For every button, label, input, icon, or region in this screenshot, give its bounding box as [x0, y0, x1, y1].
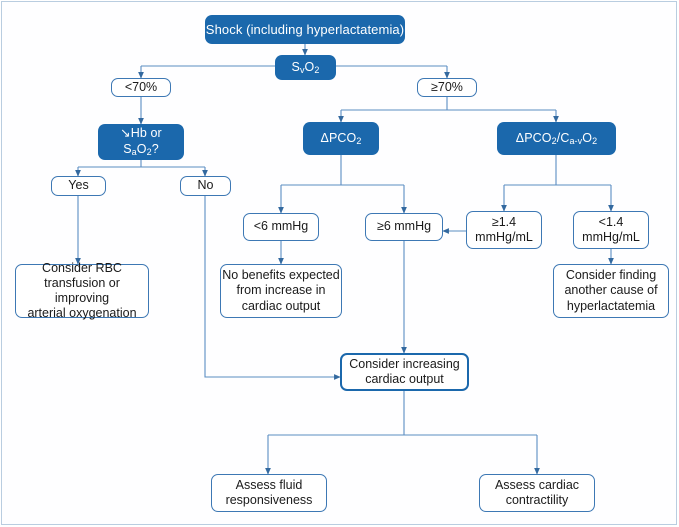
- node-delta-pco2-label: ΔPCO2: [320, 130, 362, 146]
- node-delta-pco2-ratio-label: ΔPCO2/Ca-vO2: [515, 130, 598, 146]
- node-ge14-mmhg-ml-label: ≥1.4 mmHg/mL: [475, 214, 533, 244]
- node-shock-root-label: Shock (including hyperlactatemia): [205, 21, 405, 37]
- node-assess-fluid-responsiveness[interactable]: Assess fluid responsiveness: [211, 474, 327, 512]
- node-delta-pco2[interactable]: ΔPCO2: [303, 122, 379, 155]
- node-ge70[interactable]: ≥70%: [417, 78, 477, 97]
- node-ge6-mmhg[interactable]: ≥6 mmHg: [365, 213, 443, 241]
- node-consider-increasing-co-label: Consider increasing cardiac output: [349, 356, 460, 386]
- node-consider-rbc-transfusion-label: Consider RBC transfusion or improving ar…: [27, 260, 137, 321]
- node-lt6-mmhg-label: <6 mmHg: [253, 219, 309, 234]
- node-ge70-label: ≥70%: [431, 79, 463, 94]
- node-lt6-mmhg[interactable]: <6 mmHg: [243, 213, 319, 241]
- node-consider-other-cause-label: Consider finding another cause of hyperl…: [564, 268, 658, 313]
- node-consider-rbc-transfusion[interactable]: Consider RBC transfusion or improving ar…: [15, 261, 149, 320]
- node-consider-increasing-co[interactable]: Consider increasing cardiac output: [340, 353, 469, 391]
- node-ge14-mmhg-ml[interactable]: ≥1.4 mmHg/mL: [466, 211, 542, 249]
- node-yes[interactable]: Yes: [51, 176, 106, 196]
- node-lt70[interactable]: <70%: [111, 78, 171, 97]
- node-svo2-label: SvO2: [291, 59, 320, 75]
- node-ge6-mmhg-label: ≥6 mmHg: [376, 219, 432, 234]
- node-assess-cardiac-contractility[interactable]: Assess cardiac contractility: [479, 474, 595, 512]
- node-no[interactable]: No: [180, 176, 231, 196]
- node-assess-cardiac-contractility-label: Assess cardiac contractility: [494, 477, 580, 507]
- node-lt14-mmhg-ml[interactable]: <1.4 mmHg/mL: [573, 211, 649, 249]
- node-consider-other-cause[interactable]: Consider finding another cause of hyperl…: [553, 264, 669, 318]
- node-delta-pco2-ratio[interactable]: ΔPCO2/Ca-vO2: [497, 122, 616, 155]
- node-svo2[interactable]: SvO2: [275, 55, 336, 80]
- node-assess-fluid-responsiveness-label: Assess fluid responsiveness: [225, 477, 313, 507]
- node-shock-root[interactable]: Shock (including hyperlactatemia): [205, 15, 405, 44]
- node-lt14-mmhg-ml-label: <1.4 mmHg/mL: [582, 214, 640, 244]
- node-no-benefits-expected[interactable]: No benefits expected from increase in ca…: [220, 264, 342, 318]
- node-yes-label: Yes: [68, 178, 89, 193]
- node-lt70-label: <70%: [124, 79, 158, 94]
- node-no-label: No: [197, 178, 214, 193]
- node-no-benefits-expected-label: No benefits expected from increase in ca…: [222, 268, 340, 313]
